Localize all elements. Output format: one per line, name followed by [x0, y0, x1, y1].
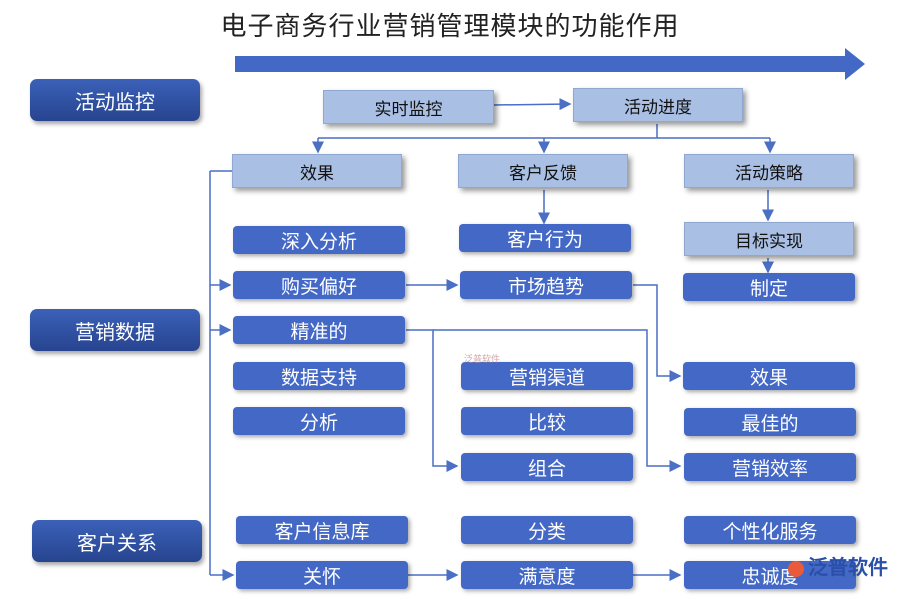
- box-satisfaction: 满意度: [461, 561, 633, 589]
- box-classify: 分类: [461, 516, 633, 544]
- timeline-arrow-head-icon: [845, 48, 865, 80]
- category-customer-relation: 客户关系: [32, 520, 202, 562]
- box-care: 关怀: [236, 561, 408, 589]
- box-effect2: 效果: [683, 362, 855, 390]
- box-marketing-efficiency: 营销效率: [684, 453, 856, 481]
- box-personalized-service: 个性化服务: [684, 516, 856, 544]
- category-activity-monitor: 活动监控: [30, 79, 200, 121]
- box-data-support: 数据支持: [233, 362, 405, 390]
- box-marketing-channel: 营销渠道: [461, 362, 633, 390]
- box-customer-behavior: 客户行为: [459, 224, 631, 252]
- arrow-trend-to-effect2: [633, 284, 682, 382]
- box-activity-progress: 活动进度: [573, 88, 743, 122]
- box-formulate: 制定: [683, 273, 855, 301]
- box-activity-strategy: 活动策略: [684, 154, 854, 188]
- category-marketing-data: 营销数据: [30, 309, 200, 351]
- box-effect: 效果: [232, 154, 402, 188]
- logo-mark-icon: [788, 560, 804, 577]
- box-loyalty: 忠诚度: [684, 561, 856, 589]
- arrow-precise-to-efficiency: [433, 329, 682, 472]
- page-title: 电子商务行业营销管理模块的功能作用: [220, 12, 680, 42]
- timeline-arrow-band: [235, 56, 845, 72]
- box-goal-achieve: 目标实现: [684, 222, 854, 256]
- arrow-precise-to-combination: [406, 329, 459, 472]
- watermark-small: 泛普软件: [464, 355, 501, 365]
- watermark-logo-text: 泛普软件: [808, 555, 888, 579]
- box-analysis: 分析: [233, 407, 405, 435]
- box-precise: 精准的: [233, 316, 405, 344]
- box-customer-feedback: 客户反馈: [458, 154, 628, 188]
- box-market-trend: 市场趋势: [460, 271, 632, 299]
- box-combination: 组合: [461, 453, 633, 481]
- watermark-logo: 泛普软件: [788, 551, 888, 580]
- box-customer-db: 客户信息库: [236, 516, 408, 544]
- box-deep-analysis: 深入分析: [233, 226, 405, 254]
- box-realtime-monitor: 实时监控: [323, 90, 494, 124]
- box-compare: 比较: [461, 407, 633, 435]
- arrow-monitor-to-progress: [493, 98, 572, 111]
- box-best: 最佳的: [684, 408, 856, 436]
- box-purchase-pref: 购买偏好: [233, 271, 405, 299]
